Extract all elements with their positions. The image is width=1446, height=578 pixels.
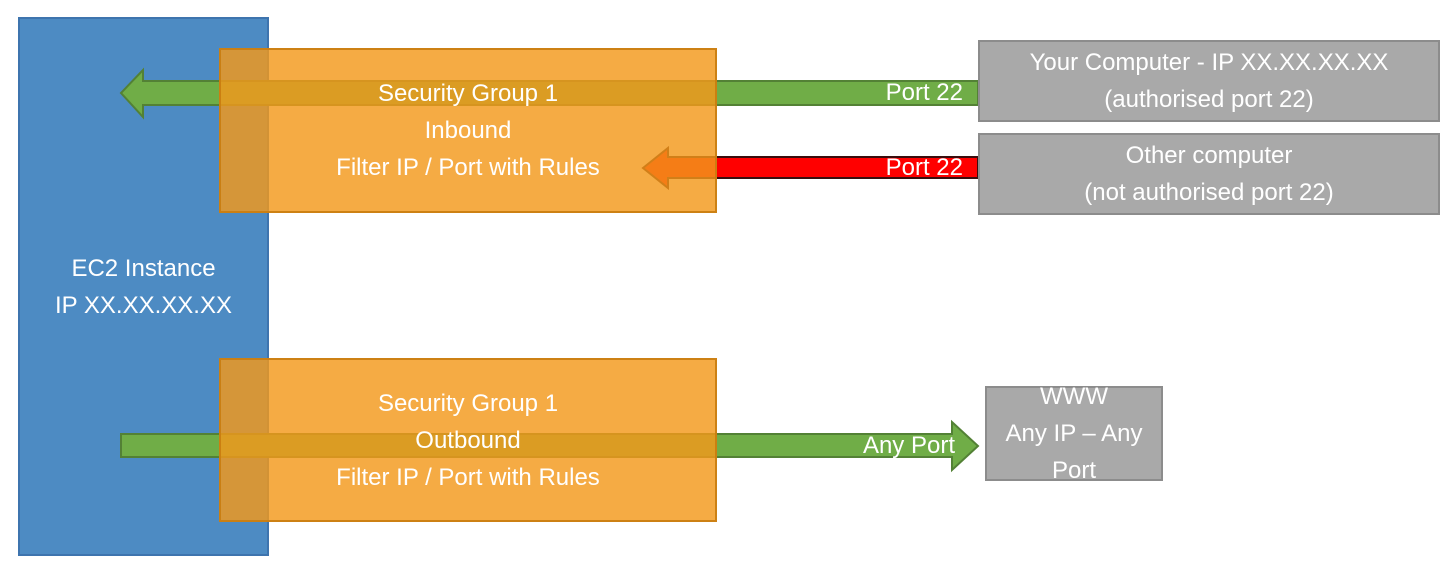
other-computer-box: Other computer (not authorised port 22) bbox=[978, 133, 1440, 215]
security-group-outbound-box: Security Group 1 Outbound Filter IP / Po… bbox=[219, 358, 717, 522]
inbound-allowed-port-label: Port 22 bbox=[885, 79, 963, 106]
inbound-blocked-port-label: Port 22 bbox=[885, 154, 963, 181]
outbound-port-label: Any Port bbox=[862, 432, 955, 459]
other-computer-title: Other computer bbox=[1125, 142, 1293, 169]
other-computer-note: (not authorised port 22) bbox=[1084, 179, 1334, 206]
your-computer-box: Your Computer - IP XX.XX.XX.XX (authoris… bbox=[978, 40, 1440, 122]
www-box: WWW Any IP – Any Port bbox=[985, 383, 1163, 484]
ec2-instance-ip: IP XX.XX.XX.XX bbox=[55, 291, 232, 319]
outbound-sg-direction: Outbound bbox=[415, 426, 521, 454]
inbound-sg-description: Filter IP / Port with Rules bbox=[336, 154, 600, 181]
www-note: Any IP – Any Port bbox=[1005, 420, 1143, 484]
www-title: WWW bbox=[1040, 383, 1108, 410]
outbound-sg-title: Security Group 1 bbox=[377, 389, 559, 417]
inbound-sg-direction: Inbound bbox=[424, 117, 512, 144]
security-group-inbound-box: Security Group 1 Inbound Filter IP / Por… bbox=[219, 48, 717, 213]
ec2-instance-name: EC2 Instance bbox=[71, 254, 216, 282]
outbound-sg-description: Filter IP / Port with Rules bbox=[336, 463, 600, 491]
your-computer-note: (authorised port 22) bbox=[1104, 86, 1314, 113]
your-computer-title: Your Computer - IP XX.XX.XX.XX bbox=[1029, 49, 1389, 76]
inbound-sg-title: Security Group 1 bbox=[377, 80, 559, 107]
